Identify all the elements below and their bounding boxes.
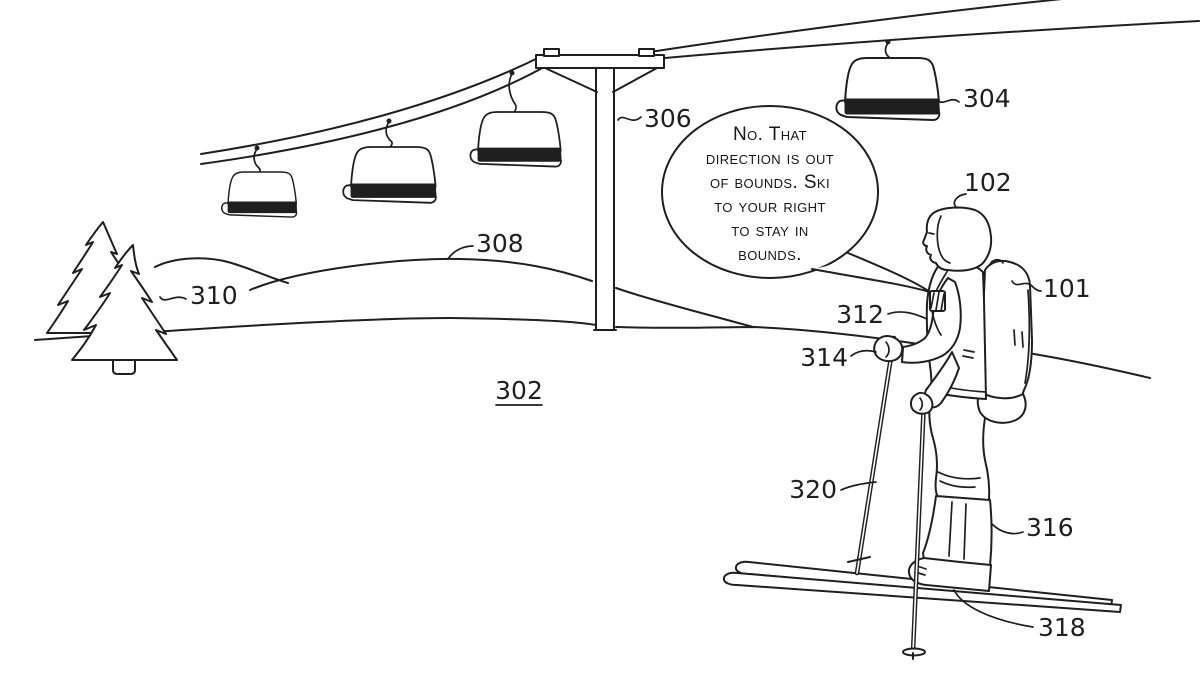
chairlift-chair [220,171,298,218]
ref-label-306: 306 [644,104,692,133]
ref-label-304: 304 [963,84,1011,113]
gaiter [922,495,993,567]
bubble-line-5: to stay in [731,220,808,241]
tower-crossarm [535,54,665,69]
chairlift-chairs [220,39,941,218]
pine-trees [46,221,178,375]
ski-boot [907,557,992,592]
bubble-line-6: bounds. [738,244,802,265]
chairlift-chair [469,111,562,168]
tree-trunk [112,359,136,375]
pants [928,390,991,502]
backpack-pouch [976,391,1027,424]
ref-label-312: 312 [836,300,884,329]
snow-line-right [1027,352,1151,379]
bubble-line-3: of bounds. Ski [710,172,830,193]
pole-basket-front [847,556,871,563]
ref-label-318: 318 [1038,613,1086,642]
bubble-line-1: No. That [733,124,807,145]
ref-label-314: 314 [800,343,848,372]
ref-label-102: 102 [964,168,1012,197]
speech-bubble: No. That direction is out of bounds. Ski… [661,105,931,293]
ref-label-310: 310 [190,281,238,310]
lift-cables [200,0,1200,165]
figure-number: 302 [495,376,543,405]
hill-308-left [249,257,593,291]
lift-tower [535,48,665,331]
chairlift-chair [342,146,437,204]
hill-back-left [154,257,289,284]
ref-label-101: 101 [1043,274,1091,303]
backpack [981,259,1033,402]
ski-front [722,571,1122,613]
bubble-line-2: direction is out [706,148,834,169]
ref-label-316: 316 [1026,513,1074,542]
ref-label-320: 320 [789,475,837,504]
ref-label-308: 308 [476,229,524,258]
skier [722,206,1122,660]
reference-labels: 102 101 304 306 308 310 312 314 316 318 … [159,84,1091,642]
hooded-head [922,206,993,272]
hill-308-right [615,287,754,328]
tower-pole [595,65,615,331]
ski-pole-rear [902,397,927,660]
chairlift-chair-304 [835,57,941,121]
ski-pole-front [847,335,897,576]
bubble-line-4: to your right [714,196,826,217]
